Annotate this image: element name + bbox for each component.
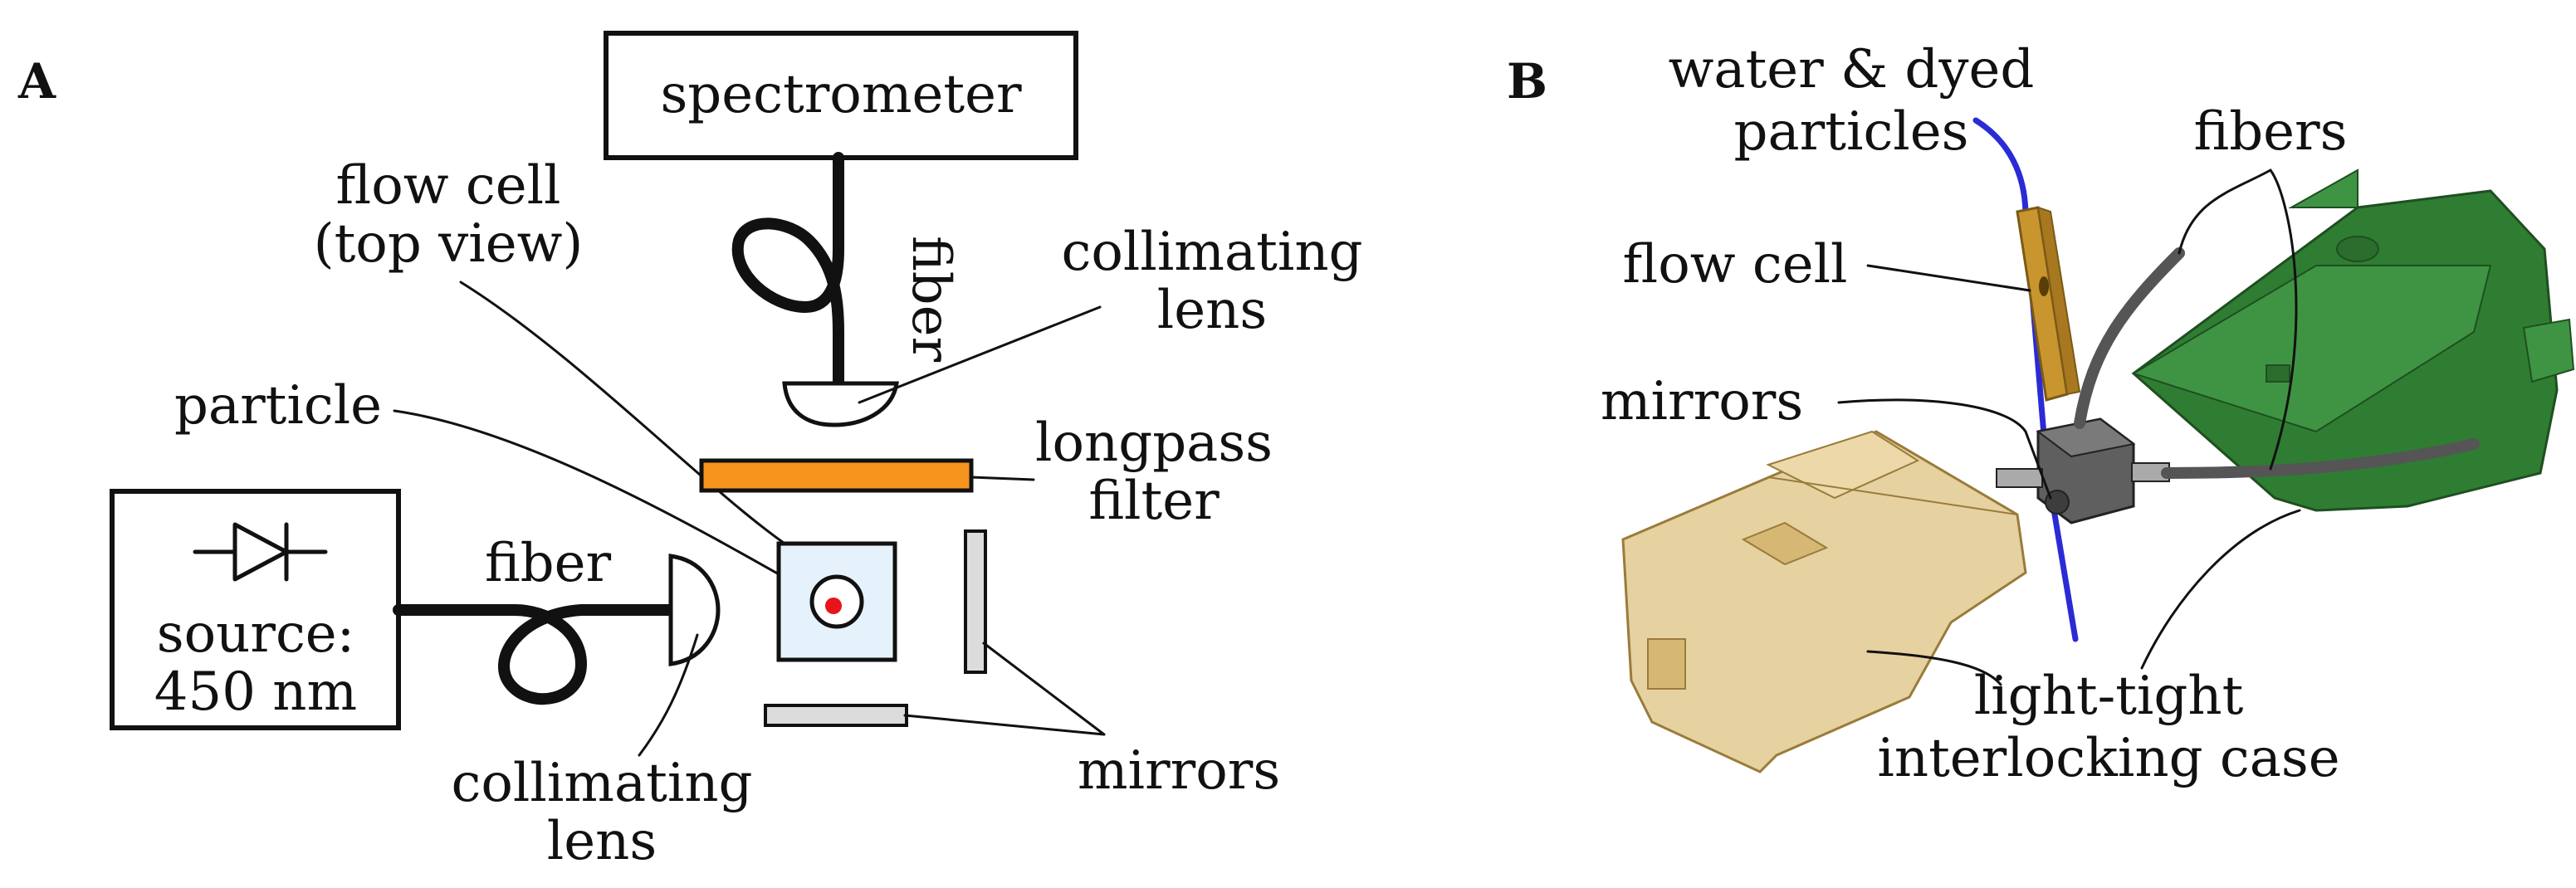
spectrometer-label: spectrometer <box>660 64 1022 125</box>
collimating-lens-top <box>782 381 899 427</box>
longpass-filter-leader <box>970 476 1035 481</box>
mirrors-label-b: mirrors <box>1601 371 1803 432</box>
fibers-leader <box>2178 168 2298 471</box>
light-source-box: source: 450 nm <box>110 489 401 730</box>
fiber-top <box>731 152 844 388</box>
longpass-filter <box>699 458 974 493</box>
spectrometer: spectrometer <box>604 31 1078 160</box>
case-label-line1: light-tight <box>1974 666 2244 727</box>
collimating-lens-bottom-label-line2: lens <box>547 811 657 872</box>
water-label-line2: particles <box>1734 101 1969 163</box>
case-half-tan <box>1621 430 2027 773</box>
flow-cell-label-line2: (top view) <box>314 213 584 275</box>
collimating-lens-top-label-line1: collimating <box>1062 222 1363 283</box>
fiber-lower-b <box>2161 438 2480 479</box>
panel-label-b: B <box>1507 53 1547 110</box>
mirror-right <box>964 529 987 674</box>
flow-cell-label-b: flow cell <box>1623 234 1848 295</box>
fiber-upper-b <box>2074 247 2185 429</box>
flow-cell-3d <box>2016 206 2081 402</box>
mirror-block <box>1996 417 2170 525</box>
flow-cell-label-line1: flow cell <box>336 155 561 217</box>
fiber-top-label: fiber <box>900 236 961 363</box>
longpass-label-line1: longpass <box>1035 412 1273 474</box>
mirror-bottom <box>764 704 908 727</box>
case-leader <box>1866 509 2301 686</box>
mirrors-leader-b <box>1837 398 2052 500</box>
source-label-line2: 450 nm <box>154 661 357 723</box>
particle-leader <box>393 409 833 606</box>
flow-cell-leader <box>459 281 799 554</box>
particle <box>825 598 842 614</box>
collimating-lens-bottom-leader <box>638 633 699 757</box>
water-label-line1: water & dyed <box>1669 39 2035 100</box>
fibers-label: fibers <box>2194 101 2348 163</box>
case-label-line2: interlocking case <box>1877 728 2339 789</box>
collimating-lens-top-leader <box>858 305 1102 404</box>
collimating-lens-bottom-label-line1: collimating <box>452 753 753 814</box>
fiber-left-label: fiber <box>485 533 612 594</box>
case-half-green <box>2131 168 2575 512</box>
particle-label: particle <box>174 375 382 437</box>
diode-icon <box>193 522 328 582</box>
panel-label-a: A <box>17 53 56 110</box>
flow-cell-leader-b <box>1866 264 2031 292</box>
collimating-lens-top-label-line2: lens <box>1157 280 1267 341</box>
mirrors-label-a: mirrors <box>1078 740 1280 802</box>
fiber-left <box>393 604 677 705</box>
mirrors-leader-a <box>903 642 1106 736</box>
longpass-label-line2: filter <box>1088 471 1220 532</box>
source-label-line1: source: <box>157 603 354 665</box>
